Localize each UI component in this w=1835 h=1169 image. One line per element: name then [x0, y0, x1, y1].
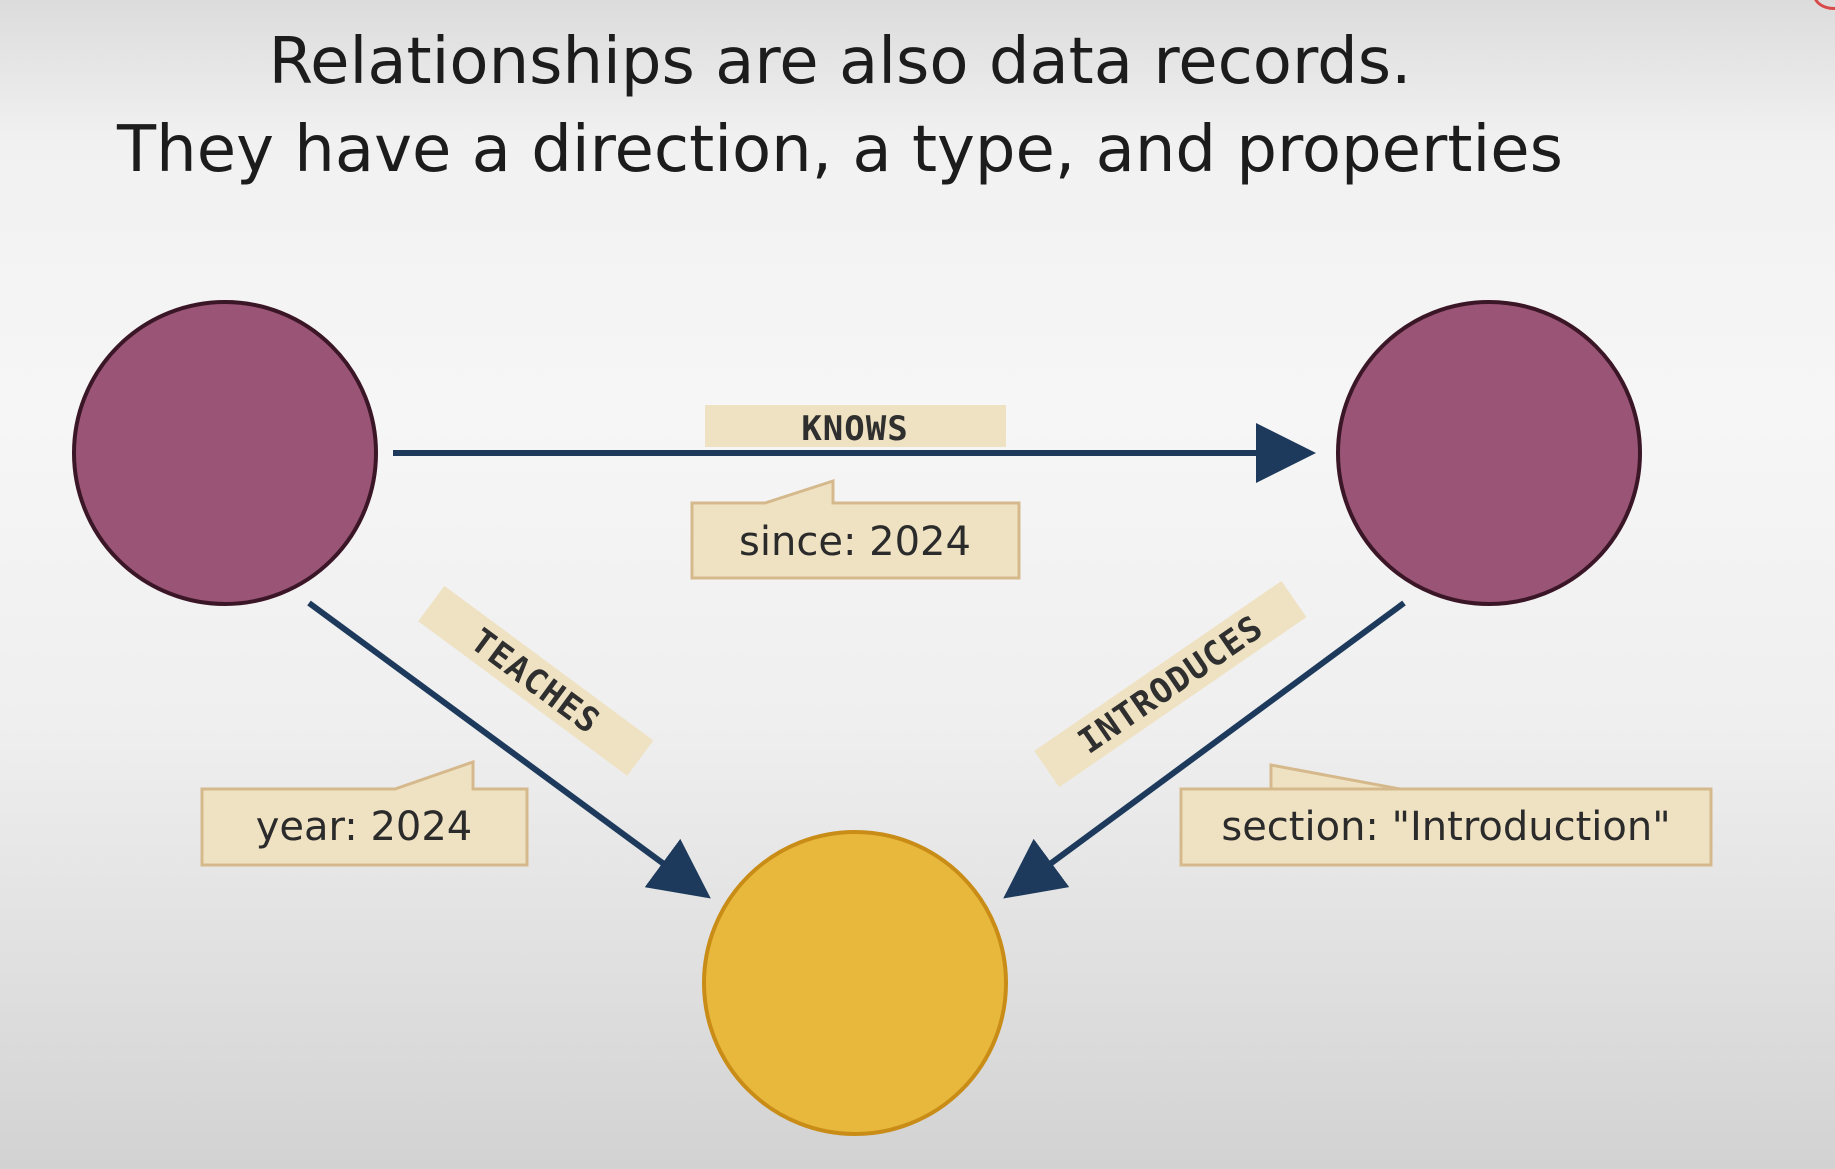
node-bottom: [702, 830, 1008, 1136]
relationship-teaches: TEACHES year: 2024: [200, 585, 711, 899]
knows-type-label: KNOWS: [801, 409, 908, 449]
relationship-knows: KNOWS since: 2024: [393, 405, 1316, 580]
node-right: [1336, 300, 1642, 606]
knows-property-tag: [690, 478, 1021, 580]
knows-type-tag: [705, 405, 1006, 447]
teaches-property-tag: [200, 759, 529, 867]
introduces-property-label: section: "Introduction": [1221, 804, 1670, 850]
introduces-property-tag: [1179, 763, 1713, 867]
teaches-type-label: TEACHES: [463, 621, 608, 743]
introduces-arrow: [1003, 600, 1406, 899]
introduces-type-label: INTRODUCES: [1071, 608, 1271, 763]
slide-title-line-2: They have a direction, a type, and prope…: [117, 113, 1563, 187]
slide-title-line-1: Relationships are also data records.: [268, 25, 1412, 99]
teaches-property-label: year: 2024: [256, 804, 473, 850]
teaches-arrow: [307, 600, 711, 899]
knows-property-label: since: 2024: [739, 519, 971, 565]
node-left: [72, 300, 378, 606]
teaches-type-tag: [418, 585, 654, 776]
slide-title: Relationships are also data records. The…: [0, 18, 1680, 194]
introduces-type-tag: [1034, 580, 1307, 788]
relationship-introduces: INTRODUCES section: "Introduction": [1003, 580, 1713, 899]
